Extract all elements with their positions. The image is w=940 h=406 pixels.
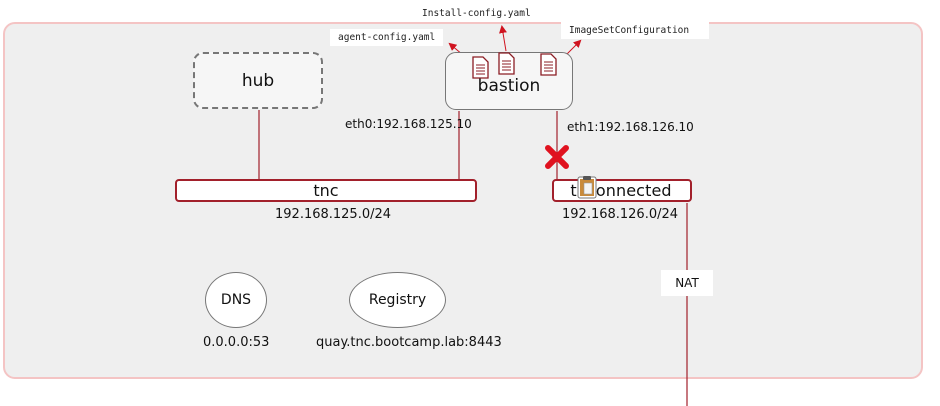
imageset-file-label: ImageSetConfiguration	[561, 22, 710, 39]
bastion-node: bastion	[445, 52, 573, 110]
eth1-label: eth1:192.168.126.10	[567, 120, 694, 134]
tnc-disconnected-network: tnconnected	[552, 179, 692, 202]
dns-node: DNS	[205, 272, 267, 328]
registry-label: Registry	[368, 292, 427, 308]
install-config-arrow	[499, 25, 507, 52]
registry-address-label: quay.tnc.bootcamp.lab:8443	[316, 335, 502, 350]
install-config-file-label: Install-config.yaml	[414, 5, 539, 22]
eth0-label: eth0:192.168.125.10	[345, 117, 472, 131]
tnc-disconnected-cidr-label: 192.168.126.0/24	[562, 207, 679, 222]
nat-label: NAT	[661, 270, 713, 296]
blocked-x-icon	[545, 145, 569, 169]
tnc-disconnected-network-label: tnconnected	[570, 181, 672, 200]
hub-label: hub	[241, 70, 275, 91]
hub-node: hub	[193, 52, 323, 109]
tnc-network-label: tnc	[313, 181, 339, 200]
bastion-label: bastion	[477, 76, 541, 96]
tnc-cidr-label: 192.168.125.0/24	[275, 207, 392, 222]
nat-text: NAT	[675, 276, 699, 290]
agent-config-file-label: agent-config.yaml	[330, 29, 444, 46]
dns-address-label: 0.0.0.0:53	[203, 335, 270, 350]
dns-label: DNS	[220, 292, 252, 308]
registry-node: Registry	[349, 272, 446, 328]
tnc-network: tnc	[175, 179, 477, 202]
